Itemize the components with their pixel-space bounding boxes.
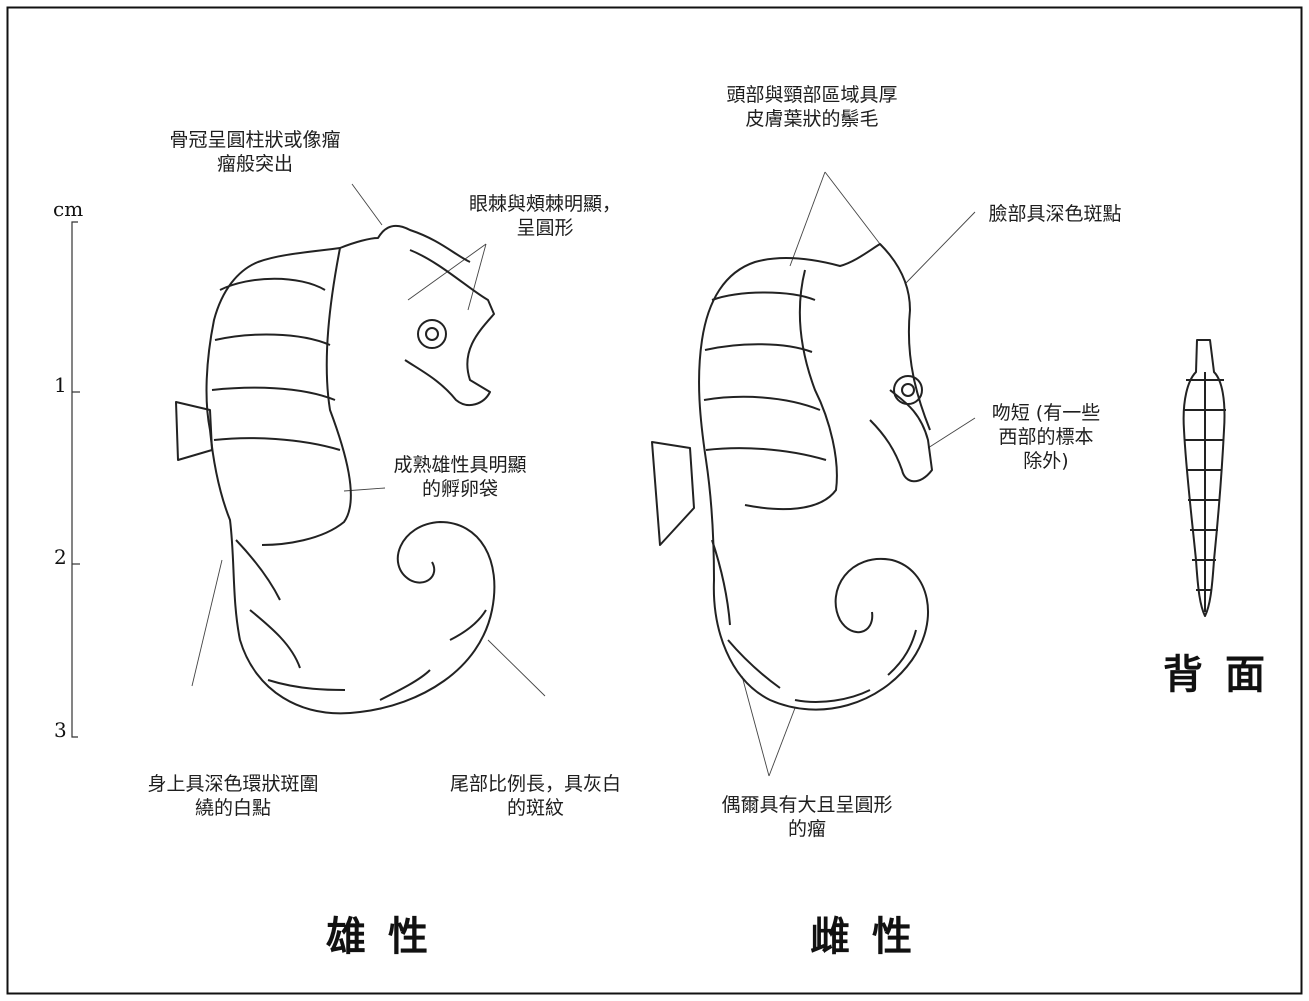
scale-tick-3: 3 <box>54 718 67 742</box>
title-female: 雌性 <box>810 913 934 960</box>
seahorse-male-drawing <box>175 224 496 715</box>
scale-tick-2: 2 <box>54 545 67 569</box>
label-crown: 骨冠呈圓柱狀或像瘤 瘤般突出 <box>169 129 341 175</box>
label-tubercles: 偶爾具有大且呈圓形 的瘤 <box>721 794 893 840</box>
seahorse-female-drawing <box>651 243 933 711</box>
label-body-spots: 身上具深色環狀斑圍 繞的白點 <box>147 773 319 819</box>
title-dorsal: 背面 <box>1163 651 1287 698</box>
scale-unit: cm <box>53 197 84 221</box>
label-head-filaments: 頭部與頸部區域具厚 皮膚葉狀的鬃毛 <box>726 84 898 130</box>
label-snout: 吻短 (有一些 西部的標本 除外) <box>991 402 1101 472</box>
scale-bar <box>71 221 80 738</box>
label-face-spots: 臉部具深色斑點 <box>988 203 1122 225</box>
label-brood-pouch: 成熟雄性具明顯 的孵卵袋 <box>393 454 527 500</box>
scale-tick-1: 1 <box>54 373 67 397</box>
outer-border <box>6 6 1303 995</box>
label-tail: 尾部比例長，具灰白 的斑紋 <box>449 773 621 819</box>
label-eye-spines: 眼棘與頰棘明顯， 呈圓形 <box>468 193 621 239</box>
leader-lines <box>191 171 976 777</box>
title-male: 雄性 <box>326 913 450 960</box>
seahorse-dorsal-drawing <box>1182 339 1226 617</box>
